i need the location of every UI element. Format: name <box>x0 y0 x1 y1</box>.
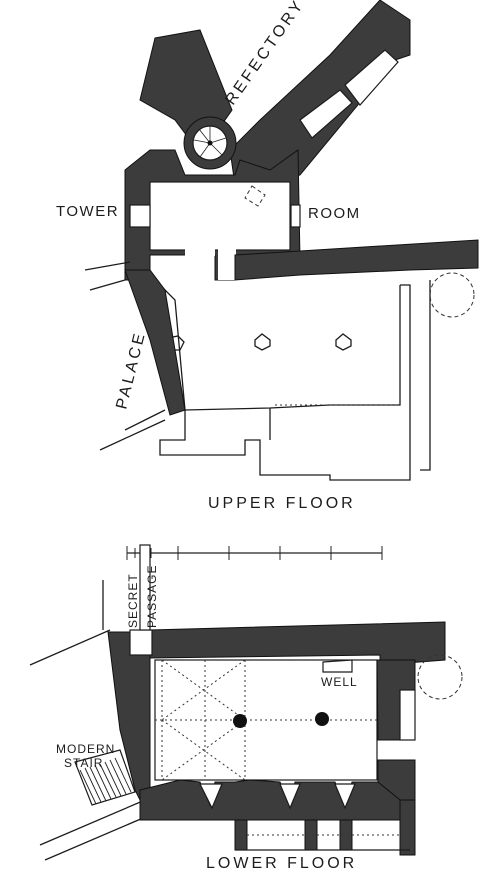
east-wall-lower <box>376 654 463 856</box>
palace-label: PALACE <box>113 329 149 411</box>
modern-label: MODERN <box>56 742 115 756</box>
upper-floor-title: UPPER FLOOR <box>208 495 356 512</box>
secret-passage-opening <box>129 629 153 656</box>
lower-floor-plan: SECRET PASSAGE WELL MODERN STAIR LOWER F… <box>29 544 463 872</box>
modern-stair <box>74 749 136 806</box>
room-label: ROOM <box>308 205 361 222</box>
secret-passage-corridor <box>139 544 151 631</box>
south-wall-lower <box>139 779 410 851</box>
tower-label: TOWER <box>56 203 119 220</box>
refectory-wing <box>139 0 411 186</box>
spiral-stair <box>183 116 237 170</box>
secret-label: SECRET <box>126 573 140 628</box>
passage-label: PASSAGE <box>145 565 159 628</box>
stair-label: STAIR <box>64 756 103 770</box>
great-hall-upper <box>159 280 431 481</box>
scale-bar <box>126 546 383 560</box>
upper-floor-plan: REFECTORY TOWER ROOM PALACE UPPER FLOOR <box>56 0 479 512</box>
north-wall-upper <box>234 239 479 281</box>
vaulted-hall-lower <box>154 659 378 781</box>
round-niche-upper <box>429 272 475 318</box>
north-wall-lower <box>149 621 446 666</box>
well-label: WELL <box>321 675 358 689</box>
lower-floor-title: LOWER FLOOR <box>206 855 357 872</box>
palace-wall <box>84 261 186 451</box>
